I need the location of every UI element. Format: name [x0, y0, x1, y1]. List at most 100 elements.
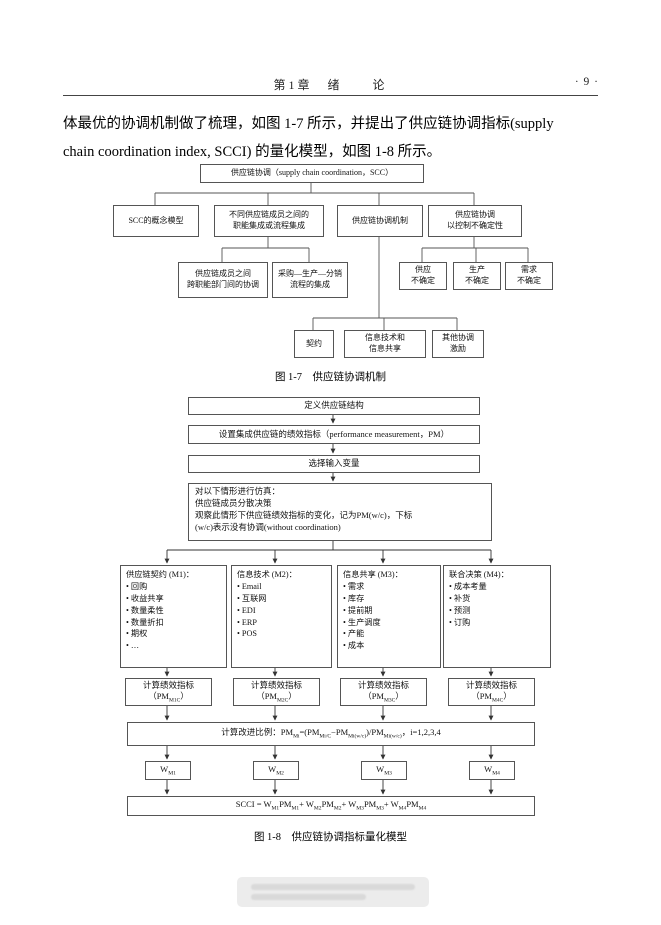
branch-item: 提前期: [343, 605, 373, 617]
formula-segment: + W: [341, 799, 357, 810]
calc-formula: （PMM1C）: [148, 691, 189, 704]
formula-segment: W: [160, 763, 169, 774]
node-line: 以控制不确定性: [447, 221, 503, 230]
formula-segment: −PM: [331, 727, 349, 738]
fig7-node-production-uncertain: 生产 不确定: [453, 262, 501, 290]
fig8-caption: 图 1-8 供应链协调指标量化模型: [253, 832, 408, 843]
node-line: 需求: [521, 265, 537, 275]
branch-item: 期权: [126, 628, 147, 640]
ratio-formula: 计算改进比例：PMMi=(PMMi/C−PMMi(w/c))/PMMi(w/c)…: [221, 727, 440, 740]
branch-item: 成本: [343, 640, 364, 652]
paragraph-line-1: 体最优的协调机制做了梳理，如图 1-7 所示，并提出了供应链协调指标(suppl…: [63, 116, 554, 132]
branch-item: 订购: [449, 617, 470, 629]
fig8-branch-contract-m1: 供应链契约 (M1)： 回购 收益共享 数量柔性 数量折扣 期权 …: [120, 565, 227, 668]
fig8-step-set-pm: 设置集成供应链的绩效指标（performance measurement，PM）: [188, 425, 480, 444]
weight-formula: WM2: [268, 764, 284, 777]
formula-subscript: Mi: [293, 734, 300, 741]
branch-title: 供应链契约 (M1)：: [126, 570, 194, 579]
formula-subscript: M3C: [383, 697, 396, 704]
node-line: 激励: [450, 344, 466, 353]
formula-segment: PM: [321, 799, 334, 810]
node-line: 其他协调: [442, 333, 474, 343]
formula-segment: ）: [288, 691, 297, 702]
weight-formula: WM1: [160, 764, 176, 777]
sim-line: 供应链成员分散决策: [195, 497, 272, 508]
fig8-branch-it-m2: 信息技术 (M2)： Email 互联网 EDI ERP POS: [231, 565, 332, 668]
formula-subscript: M2: [276, 770, 284, 777]
fig8-branch-joint-decision-m4: 联合决策 (M4)： 成本考量 补货 预测 订购: [443, 565, 551, 668]
formula-segment: ）: [180, 691, 189, 702]
running-header: 第1章 绪 论: [273, 78, 388, 92]
page-number: · 9 ·: [574, 76, 599, 88]
branch-item: 生产调度: [343, 617, 381, 629]
formula-segment: （PM: [256, 691, 277, 702]
header-rule: [63, 95, 598, 96]
formula-subscript: M1: [291, 806, 300, 813]
watermark: [237, 877, 429, 907]
formula-subscript: M2C: [276, 697, 289, 704]
node-line: 不确定: [411, 276, 435, 285]
body-paragraph: 体最优的协调机制做了梳理，如图 1-7 所示，并提出了供应链协调指标(suppl…: [63, 110, 600, 166]
fig7-node-other-incentive: 其他协调 激励: [432, 330, 484, 358]
formula-subscript: M2: [313, 806, 322, 813]
branch-title: 信息技术 (M2)：: [237, 570, 297, 579]
branch-item: …: [126, 640, 139, 652]
formula-subscript: M3: [356, 806, 364, 813]
calc-formula: （PMM4C）: [471, 691, 512, 704]
branch-item: 回购: [126, 581, 147, 593]
branch-item: POS: [237, 628, 257, 640]
node-line: 信息共享: [369, 344, 401, 353]
fig7-node-contract: 契约: [294, 330, 334, 358]
formula-segment: + W: [383, 799, 399, 810]
node-line: 不确定: [517, 276, 541, 285]
fig8-calc-box-2: 计算绩效指标 （PMM2C）: [233, 678, 320, 706]
branch-item: 成本考量: [449, 581, 487, 593]
formula-segment: + W: [299, 799, 314, 810]
sim-line: 对以下情形进行仿真：: [195, 486, 281, 496]
fig8-calc-box-3: 计算绩效指标 （PMM3C）: [340, 678, 427, 706]
formula-segment: 计算改进比例：PM: [221, 727, 294, 738]
formula-segment: W: [376, 763, 385, 774]
watermark-bar: [251, 894, 366, 900]
branch-item: 补货: [449, 593, 470, 605]
formula-subscript: M4: [492, 770, 500, 777]
branch-item: EDI: [237, 605, 256, 617]
node-line: 供应链成员之间: [195, 269, 251, 279]
fig7-node-integration: 不同供应链成员之间的 职能集成或流程集成: [214, 205, 324, 237]
formula-subscript: M4: [398, 806, 407, 813]
fig8-step-define-structure: 定义供应链结构: [188, 397, 480, 415]
formula-segment: （PM: [148, 691, 169, 702]
node-line: 职能集成或流程集成: [233, 221, 305, 230]
node-line: 流程的集成: [290, 280, 330, 289]
sim-line: (w/c)表示没有协调(without coordination): [195, 521, 341, 532]
fig8-step-simulate: 对以下情形进行仿真： 供应链成员分散决策 观察此情形下供应链绩效指标的变化，记为…: [188, 483, 492, 541]
formula-segment: PM: [279, 799, 292, 810]
calc-label: 计算绩效指标: [142, 679, 194, 690]
formula-subscript: M2: [333, 806, 342, 813]
calc-label: 计算绩效指标: [465, 679, 517, 690]
formula-segment: W: [484, 763, 493, 774]
branch-item: ERP: [237, 617, 257, 629]
fig8-weight-box-2: WM2: [253, 761, 299, 780]
fig7-root-node: 供应链协调（supply chain coordination，SCC）: [200, 164, 424, 183]
fig7-node-process-integration: 采购—生产—分销 流程的集成: [272, 262, 348, 298]
formula-segment: =(PM: [299, 727, 320, 738]
calc-formula: （PMM2C）: [256, 691, 297, 704]
fig7-node-demand-uncertain: 需求 不确定: [505, 262, 553, 290]
formula-subscript: M4C: [491, 697, 504, 704]
node-line: 不同供应链成员之间的: [229, 210, 309, 220]
weight-formula: WM4: [484, 764, 500, 777]
formula-subscript: Mi(w/c): [383, 734, 402, 741]
fig8-weight-box-4: WM4: [469, 761, 515, 780]
fig7-node-concept-model: SCC的概念模型: [113, 205, 199, 237]
formula-subscript: M1: [168, 770, 176, 777]
fig8-calc-box-4: 计算绩效指标 （PMM4C）: [448, 678, 535, 706]
calc-label: 计算绩效指标: [250, 679, 302, 690]
branch-title: 信息共享 (M3)：: [343, 570, 403, 579]
node-line: 不确定: [465, 276, 489, 285]
fig8-ratio-box: 计算改进比例：PMMi=(PMMi/C−PMMi(w/c))/PMMi(w/c)…: [127, 722, 535, 746]
formula-subscript: Mi(w/c): [348, 734, 367, 741]
fig7-node-infotech-sharing: 信息技术和 信息共享: [344, 330, 426, 358]
formula-segment: W: [268, 763, 277, 774]
